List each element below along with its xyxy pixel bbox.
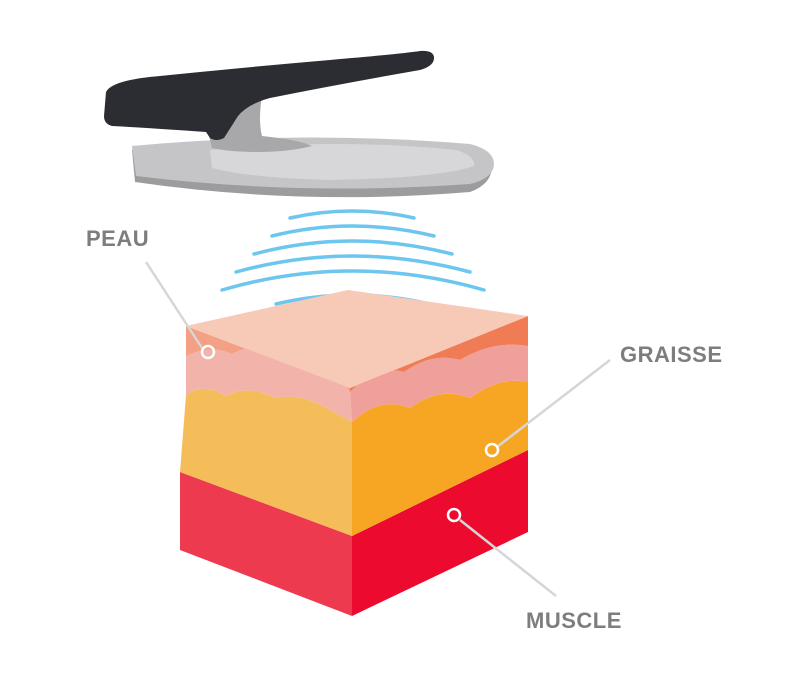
skin-marker [200,344,216,360]
marker-dots [200,344,500,523]
wave-arc [234,254,472,274]
applicator-highlight [210,144,475,180]
wave-arc [288,209,416,220]
skin-label: PEAU [86,226,149,251]
skin-front-edge [186,326,350,392]
wave-arc [252,239,454,256]
wave-arc [270,224,436,238]
muscle-front [180,472,352,616]
fat-label: GRAISSE [620,342,723,367]
muscle-leader-line [459,519,557,597]
applicator-handle [104,50,434,141]
muscle-label: MUSCLE [526,608,622,633]
fat-side [352,380,528,536]
fat-leader-line [496,359,611,448]
skin-top [186,290,528,388]
ultrasound-applicator-icon [104,50,494,198]
skin-side-edge [350,316,528,392]
fat-front [180,388,352,536]
muscle-marker [446,507,462,523]
dermis-side [350,344,528,422]
muscle-side [352,450,528,616]
fat-marker [484,442,500,458]
wave-arc [220,269,486,292]
leader-lines [144,261,611,597]
tissue-block [180,290,528,616]
ultrasound-waves-icon [220,209,486,306]
skin-leader-line [144,261,204,349]
